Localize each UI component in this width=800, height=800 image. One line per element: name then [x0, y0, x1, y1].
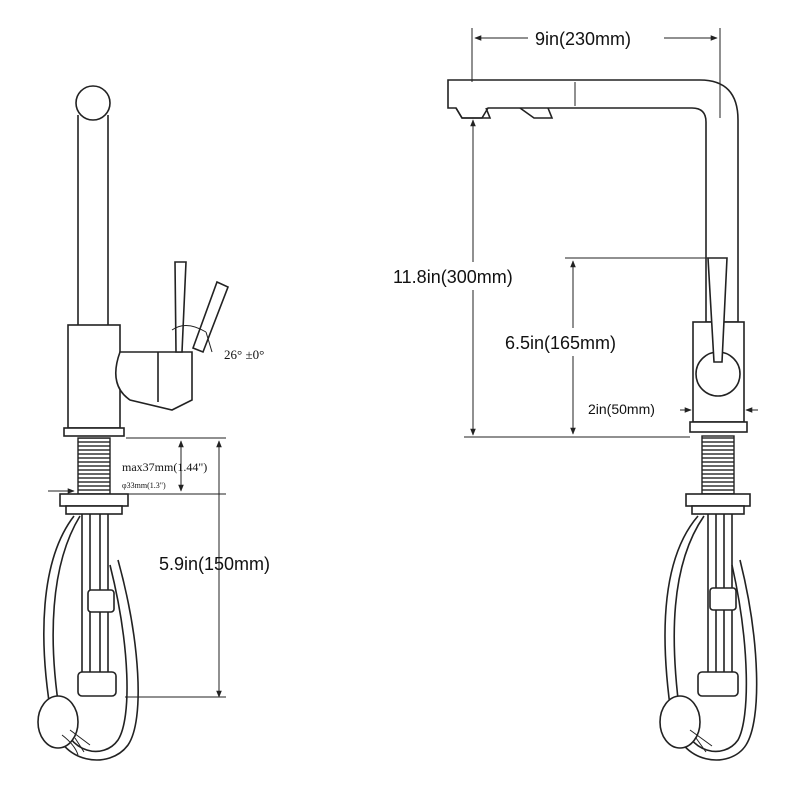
front-spray-button	[519, 107, 554, 119]
side-body	[67, 324, 121, 429]
front-pullout-hose-loop	[664, 515, 758, 761]
side-pullout-hose-loop	[43, 515, 139, 761]
reach-label: 9in(230mm)	[535, 29, 631, 49]
side-base-plate	[63, 427, 125, 437]
front-hose-weight	[659, 695, 701, 749]
side-lever-upright	[174, 261, 187, 353]
front-spout-arm	[447, 79, 739, 323]
angle-label: 26° ±0°	[224, 347, 264, 362]
side-view-dimensions: max37mm(1.44") φ33mm(1.3") 26° ±0° 5.9in…	[48, 347, 270, 698]
angle-arc	[171, 325, 207, 333]
front-spray-head	[455, 107, 492, 119]
front-mounting-nut	[685, 493, 751, 507]
front-hose-fitting-upper	[709, 587, 737, 611]
hole-diameter-label: φ33mm(1.3")	[122, 481, 166, 490]
max-thickness-label: max37mm(1.44")	[122, 460, 207, 474]
side-hose-weight	[37, 695, 79, 749]
side-hose-fitting-upper	[87, 589, 115, 613]
side-hose-fitting-lower	[77, 671, 117, 697]
side-spout-ball	[75, 85, 111, 121]
below-deck-label: 5.9in(150mm)	[159, 554, 270, 574]
front-threaded-shank	[701, 435, 735, 495]
front-base-plate	[689, 421, 748, 433]
front-view-dimensions: 9in(230mm) 11.8in(300mm) 6.5in(165mm) 2i…	[393, 28, 758, 438]
side-mounting-nut	[59, 493, 129, 507]
total-height-label: 11.8in(300mm)	[393, 267, 513, 287]
spout-height-label: 6.5in(165mm)	[505, 333, 616, 353]
front-view-faucet	[447, 79, 758, 761]
side-threaded-shank	[77, 437, 111, 497]
front-lever	[707, 257, 728, 363]
side-handle-housing	[114, 351, 193, 411]
side-view-faucet	[37, 85, 230, 761]
front-hose-fitting-lower	[697, 671, 739, 697]
side-lever-tilted	[191, 280, 230, 354]
base-width-label: 2in(50mm)	[588, 401, 655, 417]
side-spout-tube	[77, 115, 109, 325]
